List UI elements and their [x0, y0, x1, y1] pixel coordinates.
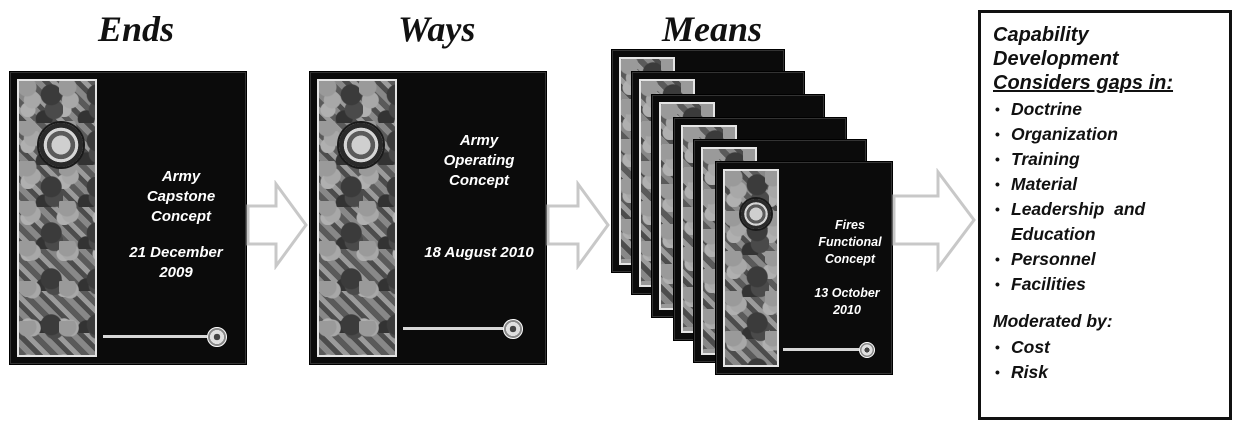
list-item: Cost — [993, 335, 1219, 360]
list-item: Risk — [993, 360, 1219, 385]
fires-title: Fires Functional Concept — [818, 218, 882, 266]
arrow-ways-to-means-icon — [546, 180, 610, 270]
divider-rule — [403, 327, 503, 330]
heading-means: Means — [662, 9, 763, 49]
arrow-ends-to-ways-icon — [246, 180, 308, 270]
operating-concept-document: Army Operating Concept 18 August 2010 — [310, 72, 546, 364]
capstone-date: 21 December 2009 — [129, 244, 223, 281]
arrow-means-to-capability-icon — [892, 168, 976, 272]
list-item: Training — [993, 147, 1219, 172]
moderators-list: Cost Risk — [993, 335, 1219, 385]
fires-date: 13 October 2010 — [814, 286, 880, 317]
capability-development-box: Capability Development Considers gaps in… — [978, 10, 1232, 420]
emblem-icon — [207, 327, 227, 347]
capability-title-line2: Development — [993, 48, 1119, 70]
capability-title-line1: Capability — [993, 24, 1089, 46]
capstone-concept-document: Army Capstone Concept 21 December 2009 — [10, 72, 246, 364]
moderated-label: Moderated by: — [993, 311, 1113, 331]
capstone-title: Army Capstone Concept — [146, 168, 216, 225]
fires-concept-document: Fires Functional Concept 13 October 2010 — [716, 162, 892, 374]
list-item: Material — [993, 172, 1219, 197]
army-seal-icon — [337, 121, 385, 169]
emblem-icon — [859, 342, 875, 358]
emblem-icon — [503, 319, 523, 339]
army-seal-icon — [739, 197, 773, 231]
operating-date: 18 August 2010 — [424, 244, 534, 261]
gaps-list: Doctrine Organization Training Material … — [993, 97, 1219, 297]
heading-ways: Ways — [398, 9, 476, 49]
divider-rule — [103, 335, 207, 338]
list-item: Leadership and Education — [993, 197, 1181, 247]
divider-rule — [783, 348, 859, 351]
list-item: Doctrine — [993, 97, 1219, 122]
list-item: Personnel — [993, 247, 1219, 272]
heading-ends: Ends — [98, 9, 175, 49]
list-item: Facilities — [993, 272, 1219, 297]
operating-title: Army Operating Concept — [443, 132, 515, 189]
list-item: Organization — [993, 122, 1219, 147]
army-seal-icon — [37, 121, 85, 169]
gaps-subtitle: Considers gaps in: — [993, 72, 1174, 94]
